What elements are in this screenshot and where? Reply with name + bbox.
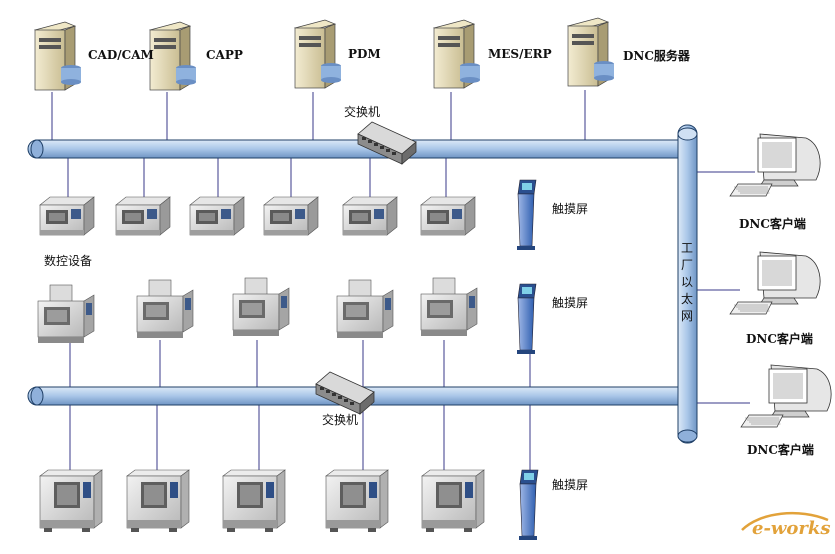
cnc-row-middle [37, 277, 478, 343]
cnc-lathe-icon [115, 196, 171, 236]
machining-center-icon [232, 277, 290, 336]
cnc-equipment-label: 数控设备 [44, 254, 93, 268]
factory-ethernet-label: 工厂以太网 [680, 241, 693, 323]
computer-icon [729, 251, 821, 315]
cnc-lathe-icon [126, 469, 190, 532]
server-label-pdm: PDM [348, 47, 381, 61]
client-label-2: DNC客户端 [746, 332, 813, 346]
machining-center-icon [37, 284, 95, 343]
cnc-lathe-icon [421, 469, 485, 532]
cnc-lathe-icon [39, 196, 95, 236]
server-icon [293, 19, 341, 89]
switch-label-bottom: 交换机 [322, 413, 359, 427]
cnc-lathe-icon [420, 196, 476, 236]
server-label-capp: CAPP [206, 48, 243, 62]
server-label-meserp: MES/ERP [488, 47, 552, 61]
cnc-lathe-icon [263, 196, 319, 236]
cnc-lathe-icon [189, 196, 245, 236]
dnc-clients [729, 133, 832, 428]
switch-icon [315, 371, 375, 415]
watermark-swoosh [741, 511, 829, 531]
cnc-lathe-icon [325, 469, 389, 532]
touch-screen-icon [517, 283, 537, 354]
server-icon [432, 19, 480, 89]
touch-screen-label-2: 触摸屏 [552, 296, 589, 310]
server-label-cadcam: CAD/CAM [88, 48, 154, 62]
touch-screens [517, 179, 539, 540]
client-label-3: DNC客户端 [747, 443, 814, 457]
cnc-lathe-icon [342, 196, 398, 236]
machining-center-icon [336, 279, 394, 338]
client-label-1: DNC客户端 [739, 217, 806, 231]
touch-screen-label-1: 触摸屏 [552, 202, 589, 216]
touch-screen-label-3: 触摸屏 [552, 478, 589, 492]
factory-ethernet-bus [677, 124, 698, 444]
server-icon [33, 21, 81, 91]
switch-label-top: 交换机 [344, 105, 381, 119]
cnc-lathe-icon [222, 469, 286, 532]
computer-icon [729, 133, 821, 197]
machining-center-icon [420, 277, 478, 336]
cnc-lathe-icon [39, 469, 103, 532]
connection-lines [51, 90, 755, 470]
touch-screen-icon [517, 179, 537, 250]
server-icon [148, 21, 196, 91]
touch-screen-icon [519, 469, 539, 540]
switch-icon [357, 121, 417, 165]
cnc-row-top [39, 196, 476, 236]
server-label-dnc: DNC服务器 [623, 49, 690, 63]
machining-center-icon [136, 279, 194, 338]
computer-icon [740, 364, 832, 428]
eworks-watermark: e-works [752, 518, 831, 539]
cnc-row-bottom [39, 469, 485, 532]
server-icon [566, 17, 614, 87]
